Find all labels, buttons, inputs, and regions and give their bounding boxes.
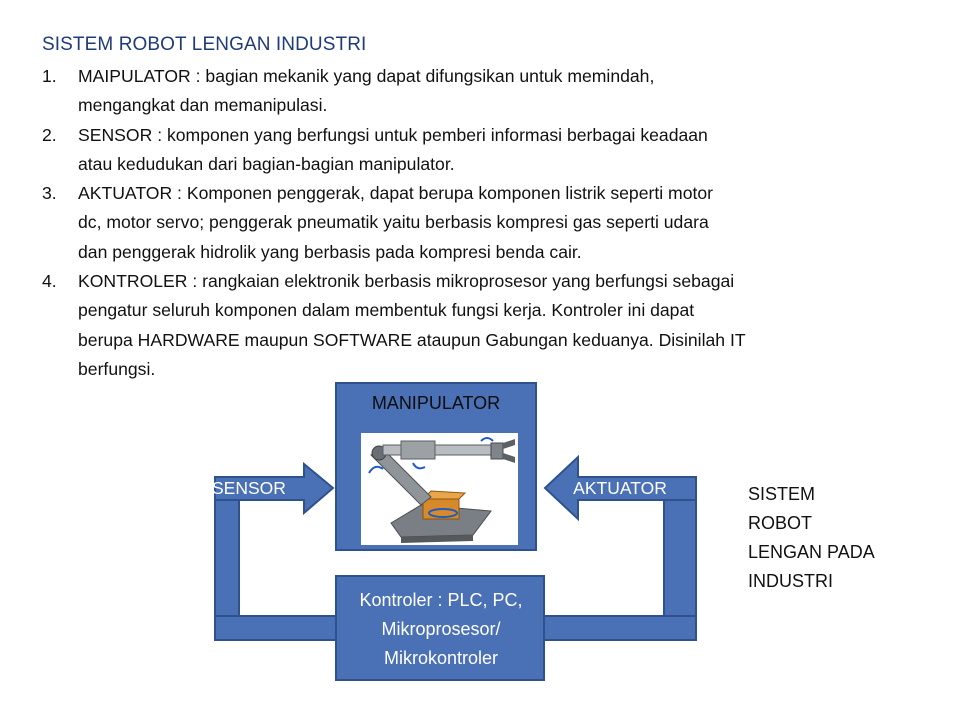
item-line: berupa HARDWARE maupun SOFTWARE ataupun … (78, 329, 746, 350)
kontroler-line: Kontroler : PLC, PC, (359, 590, 523, 610)
bottom-left-connector (214, 615, 340, 641)
definition-item: 1. MAIPULATOR : bagian mekanik yang dapa… (42, 62, 912, 121)
item-line: atau kedudukan dari bagian-bagian manipu… (78, 153, 455, 174)
aktuator-label: AKTUATOR (573, 478, 667, 498)
side-note: SISTEM ROBOT LENGAN PADA INDUSTRI (748, 480, 875, 596)
item-line: SENSOR : komponen yang berfungsi untuk p… (78, 124, 708, 145)
manipulator-label: MANIPULATOR (371, 393, 501, 413)
definition-item: 2. SENSOR : komponen yang berfungsi untu… (42, 121, 912, 180)
item-line: KONTROLER : rangkaian elektronik berbasi… (78, 271, 735, 292)
kontroler-line: Mikroprosesor/ (381, 619, 501, 639)
sensor-arrow (214, 461, 335, 516)
item-number: 3. (42, 183, 57, 204)
definition-item: 3. AKTUATOR : Komponen penggerak, dapat … (42, 179, 912, 267)
robot-arm-image (361, 433, 518, 545)
bottom-right-connector (543, 615, 697, 641)
kontroler-line: Mikrokontroler (383, 648, 499, 668)
aktuator-arrow (543, 454, 697, 522)
item-text: KONTROLER : rangkaian elektronik berbasi… (78, 267, 912, 384)
item-number: 2. (42, 124, 57, 145)
item-line: pengatur seluruh komponen dalam membentu… (78, 300, 695, 321)
side-note-line: SISTEM (748, 484, 816, 504)
item-text: SENSOR : komponen yang berfungsi untuk p… (78, 121, 912, 180)
kontroler-label: Kontroler : PLC, PC, Mikroprosesor/ Mikr… (336, 586, 546, 673)
item-line: berfungsi. (78, 358, 156, 379)
page-title: SISTEM ROBOT LENGAN INDUSTRI (42, 34, 367, 55)
item-line: AKTUATOR : Komponen penggerak, dapat ber… (78, 183, 714, 204)
item-line: dc, motor servo; penggerak pneumatik yai… (78, 212, 709, 233)
side-note-line: ROBOT (748, 513, 813, 533)
item-line: mengangkat dan memanipulasi. (78, 95, 328, 116)
item-line: dan penggerak hidrolik yang berbasis pad… (78, 241, 582, 262)
item-line: MAIPULATOR : bagian mekanik yang dapat d… (78, 66, 655, 86)
sensor-label: SENSOR (212, 478, 286, 498)
definition-list: 1. MAIPULATOR : bagian mekanik yang dapa… (42, 62, 912, 384)
side-note-line: INDUSTRI (748, 571, 833, 591)
definition-item: 4. KONTROLER : rangkaian elektronik berb… (42, 267, 912, 384)
item-text: AKTUATOR : Komponen penggerak, dapat ber… (78, 179, 912, 267)
kontroler-box (335, 575, 545, 681)
side-note-line: LENGAN PADA (748, 542, 875, 562)
item-text: MAIPULATOR : bagian mekanik yang dapat d… (78, 62, 912, 121)
item-number: 1. (42, 66, 57, 86)
item-number: 4. (42, 271, 57, 292)
